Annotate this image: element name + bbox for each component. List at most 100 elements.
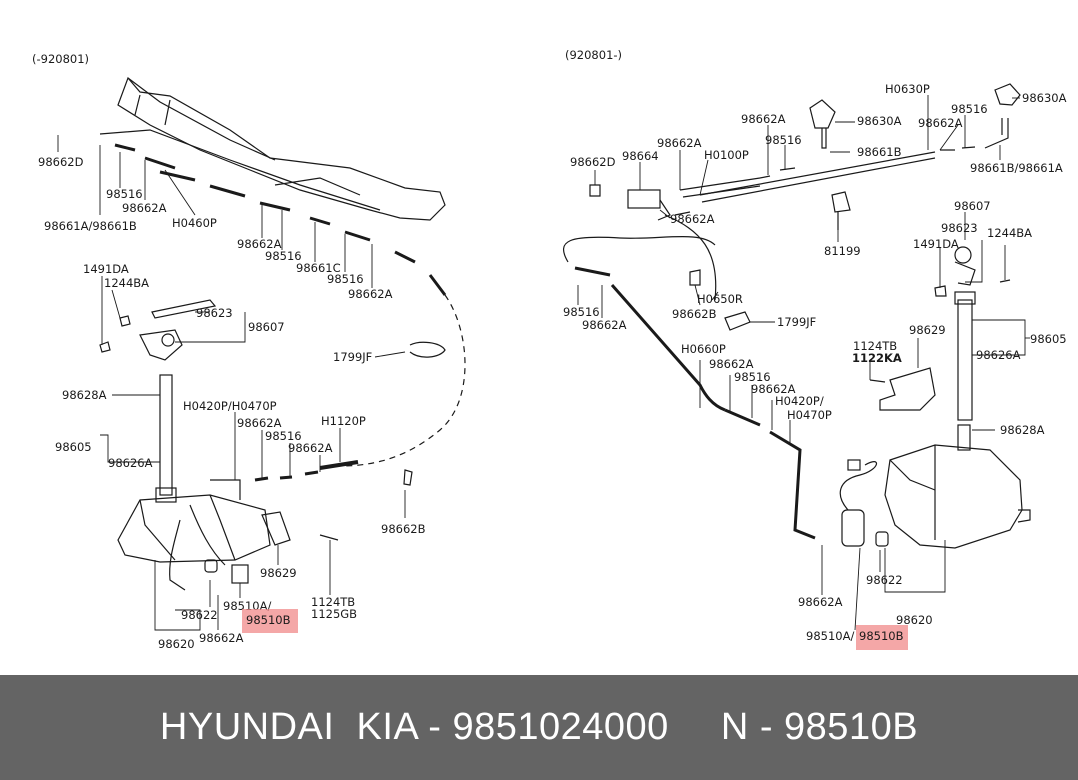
- part-label: 98662A: [751, 382, 796, 396]
- left-hose-run: [114, 143, 447, 296]
- part-label: 1491DA: [83, 262, 129, 276]
- right-pump: [839, 459, 889, 547]
- part-label: 98662A: [582, 318, 627, 332]
- part-label: 98662A: [288, 441, 333, 455]
- part-label: 98630A: [1022, 91, 1067, 105]
- right-range-label: (920801-): [565, 48, 623, 62]
- left-clip-1799jf: [409, 341, 446, 358]
- part-label: H0100P: [704, 148, 749, 162]
- part-label: 98662A: [122, 201, 167, 215]
- part-label: 98662A: [798, 595, 843, 609]
- footer-part-ref: N - 98510B: [720, 706, 919, 748]
- right-bracket: [879, 367, 936, 411]
- right-clip-1799jf: [724, 311, 751, 331]
- part-label: 1244BA: [987, 226, 1033, 240]
- left-reservoir-tank: [117, 479, 271, 591]
- part-label: 1124TB: [311, 595, 356, 609]
- footer-caption: HYUNDAI KIA - 9851024000 N - 98510B: [0, 675, 1078, 780]
- part-label: 98664: [622, 149, 659, 163]
- part-label: 98661B/98661A: [970, 161, 1063, 175]
- part-label: 98607: [954, 199, 991, 213]
- part-label: 98623: [196, 306, 233, 320]
- right-filler-pipe: [934, 246, 1011, 421]
- part-label: 98662B: [672, 307, 717, 321]
- part-label: 98662A: [348, 287, 393, 301]
- part-label: 98622: [181, 608, 218, 622]
- right-plug: [589, 184, 601, 197]
- right-leader-lines: [577, 95, 1030, 631]
- part-label: 98620: [896, 613, 933, 627]
- part-label: 98516: [765, 133, 802, 147]
- part-label: 98516: [563, 305, 600, 319]
- part-label: 98630A: [857, 114, 902, 128]
- right-part-81199: [831, 191, 851, 230]
- parts-diagram: (-920801) (920801-) 98662D 98516 98662A …: [32, 48, 1067, 651]
- part-label: 1124TB: [853, 339, 898, 353]
- right-h0650r: [563, 235, 716, 263]
- part-label: 1799JF: [333, 350, 373, 364]
- part-label: 98629: [909, 323, 946, 337]
- part-label: 98623: [941, 221, 978, 235]
- part-label: 98516: [734, 370, 771, 384]
- part-label: 98629: [260, 566, 297, 580]
- part-label: 98661C: [296, 261, 341, 275]
- part-label: 98662D: [38, 155, 84, 169]
- part-label: H0420P/: [775, 394, 824, 408]
- right-reservoir-tank: [884, 424, 1031, 549]
- part-label: 98662A: [918, 116, 963, 130]
- part-label: H1120P: [321, 414, 366, 428]
- part-label: 98620: [158, 637, 195, 651]
- part-highlight: [856, 625, 908, 650]
- part-label: 98516: [106, 187, 143, 201]
- part-label: H0660P: [681, 342, 726, 356]
- part-label: 81199: [824, 244, 861, 258]
- part-label: 98661B: [857, 145, 902, 159]
- part-label: 1244BA: [104, 276, 150, 290]
- part-label: 98516: [327, 272, 364, 286]
- part-label: 1122KA: [852, 351, 902, 365]
- diagram-drawing: [57, 76, 1031, 631]
- part-label: 98662A: [709, 357, 754, 371]
- part-label: 1491DA: [913, 237, 959, 251]
- right-top-hoses: [627, 83, 1021, 221]
- part-label: 98516: [951, 102, 988, 116]
- left-cowl-panel: [99, 76, 446, 221]
- part-label: 98605: [1030, 332, 1067, 346]
- part-label: 98662B: [381, 522, 426, 536]
- part-label: 98626A: [976, 348, 1021, 362]
- part-label: 98628A: [1000, 423, 1045, 437]
- part-label: H0460P: [172, 216, 217, 230]
- part-label: 98662A: [199, 631, 244, 645]
- left-long-hose-curve: [344, 294, 466, 467]
- part-label: 98662A: [237, 237, 282, 251]
- part-label: 98516: [265, 249, 302, 263]
- right-curve-hose: [664, 214, 717, 301]
- part-label: 98605: [55, 440, 92, 454]
- right-bolt: [869, 379, 886, 383]
- left-pump-bracket: [99, 299, 217, 361]
- part-label: 1799JF: [777, 315, 817, 329]
- left-h1120p-hose: [319, 460, 359, 470]
- left-filler-pipe: [155, 374, 177, 503]
- part-label: 98510A/: [806, 629, 855, 643]
- part-label: 98662A: [670, 212, 715, 226]
- left-leader-lines: [57, 135, 406, 631]
- part-highlight: [242, 609, 298, 633]
- part-label-highlighted: 98510B: [859, 629, 904, 643]
- left-clip: [403, 469, 413, 486]
- part-label: 98622: [866, 573, 903, 587]
- part-label: 98661A/98661B: [44, 219, 137, 233]
- right-part-98662b: [689, 269, 701, 286]
- part-label: H0420P/H0470P: [183, 399, 277, 413]
- part-label: 98662D: [570, 155, 616, 169]
- part-label: 98607: [248, 320, 285, 334]
- part-label: 98662A: [237, 416, 282, 430]
- left-bracket-98629: [261, 511, 291, 546]
- part-label: H0630P: [885, 82, 930, 96]
- part-label: 98662A: [657, 136, 702, 150]
- left-range-label: (-920801): [32, 52, 90, 66]
- part-label: H0470P: [787, 408, 832, 422]
- part-label: 98662A: [741, 112, 786, 126]
- part-label-highlighted: 98510B: [246, 613, 291, 627]
- footer-brand-part-number: HYUNDAI KIA - 9851024000: [159, 706, 669, 748]
